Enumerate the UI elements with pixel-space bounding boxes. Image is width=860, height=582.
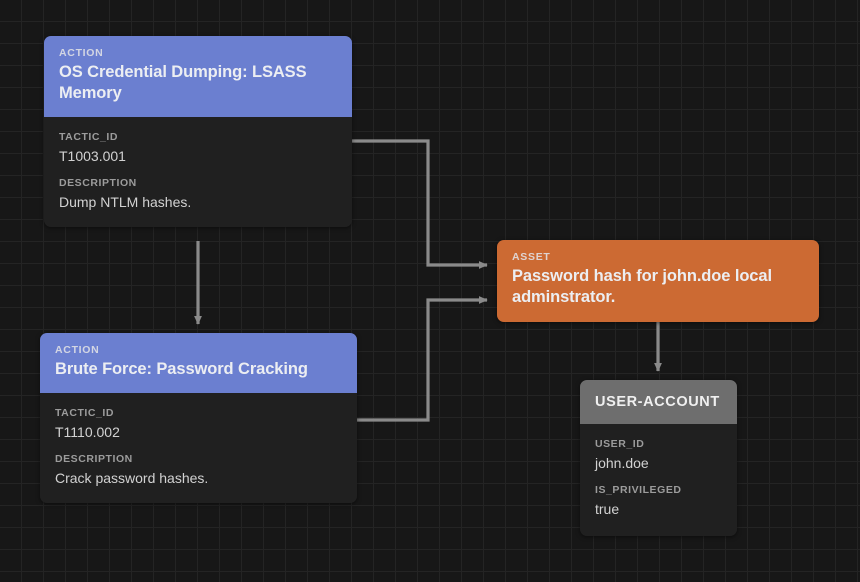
node-action-bruteforce[interactable]: ACTION Brute Force: Password Cracking TA…	[40, 333, 357, 503]
field-value: john.doe	[595, 455, 649, 471]
field-user-id: USER_ID john.doe	[595, 437, 722, 472]
field-tactic-id: TACTIC_ID T1003.001	[59, 130, 337, 165]
node-header: ACTION OS Credential Dumping: LSASS Memo…	[44, 36, 352, 117]
field-value: Crack password hashes.	[55, 470, 209, 486]
node-asset-password-hash[interactable]: ASSET Password hash for john.doe local a…	[497, 240, 819, 322]
node-title: Password hash for john.doe local adminst…	[512, 267, 772, 306]
field-label: DESCRIPTION	[55, 453, 133, 465]
field-label: IS_PRIVILEGED	[595, 484, 682, 496]
field-value: Dump NTLM hashes.	[59, 194, 192, 210]
field-tactic-id: TACTIC_ID T1110.002	[55, 406, 342, 441]
node-kind-label: ACTION	[55, 344, 100, 356]
edge-lsass-to-asset	[352, 139, 488, 269]
field-label: TACTIC_ID	[59, 131, 119, 143]
field-is-privileged: IS_PRIVILEGED true	[595, 483, 722, 518]
node-title: USER-ACCOUNT	[595, 394, 720, 410]
field-label: USER_ID	[595, 438, 645, 450]
node-title: OS Credential Dumping: LSASS Memory	[59, 63, 307, 102]
node-header: USER-ACCOUNT	[580, 380, 737, 424]
node-body: TACTIC_ID T1003.001 DESCRIPTION Dump NTL…	[44, 117, 352, 227]
field-value: T1003.001	[59, 148, 126, 164]
node-kind-label: ASSET	[512, 251, 551, 263]
node-body: USER_ID john.doe IS_PRIVILEGED true	[580, 424, 737, 536]
node-action-lsass[interactable]: ACTION OS Credential Dumping: LSASS Memo…	[44, 36, 352, 227]
field-value: true	[595, 501, 620, 517]
node-header: ASSET Password hash for john.doe local a…	[497, 240, 819, 322]
node-kind-label: ACTION	[59, 47, 104, 59]
field-label: DESCRIPTION	[59, 177, 137, 189]
field-value: T1110.002	[55, 424, 120, 440]
node-body: TACTIC_ID T1110.002 DESCRIPTION Crack pa…	[40, 393, 357, 503]
node-user-account[interactable]: USER-ACCOUNT USER_ID john.doe IS_PRIVILE…	[580, 380, 737, 536]
node-title: Brute Force: Password Cracking	[55, 360, 308, 378]
field-label: TACTIC_ID	[55, 407, 115, 419]
node-header: ACTION Brute Force: Password Cracking	[40, 333, 357, 393]
field-description: DESCRIPTION Crack password hashes.	[55, 452, 342, 487]
edge-bruteforce-to-asset	[357, 296, 488, 422]
field-description: DESCRIPTION Dump NTLM hashes.	[59, 176, 337, 211]
